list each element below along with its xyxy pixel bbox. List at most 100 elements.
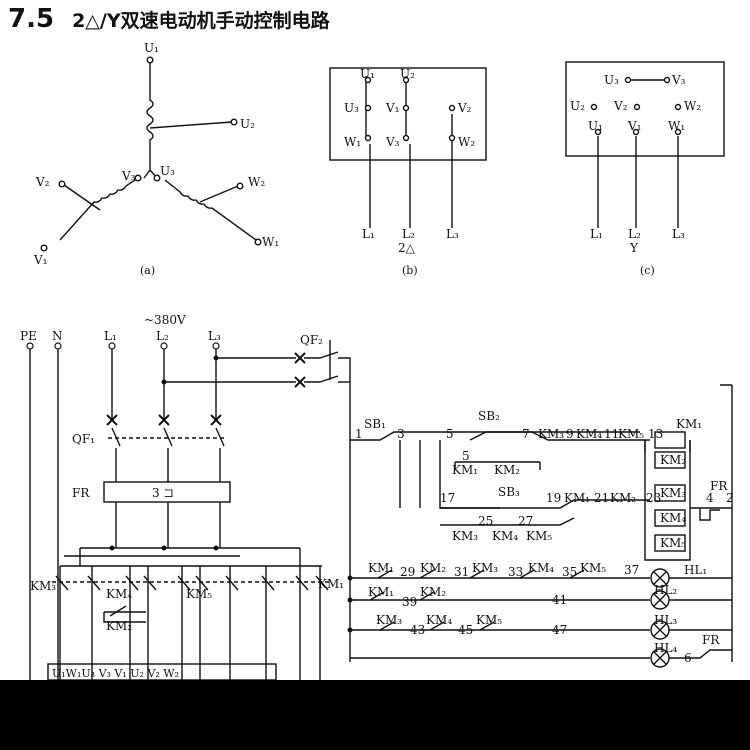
node-3: 3 [397,427,405,441]
fig-b-u3: U₃ [344,101,359,115]
fig-c-l3: L₃ [672,227,685,241]
ctrl-km2-b: KM₂ [494,463,520,477]
node-45: 45 [458,623,473,637]
fig-a-v1: V₁ [33,253,47,267]
voltage-label: ~380V [144,313,186,327]
coil-km3: KM₃ [660,486,686,500]
node-4: 4 [706,491,714,505]
bus-n: N [52,329,63,343]
ctrl-km3-d: KM₃ [376,613,402,627]
title-text: 2△/Y双速电动机手动控制电路 [72,10,330,32]
fig-a-u3: U₃ [160,164,175,178]
lamp-hl3-label: HL₃ [654,613,677,627]
fig-c-v1: V₁ [627,119,641,133]
bus-l2: L₂ [156,329,169,343]
node-6: 6 [684,651,692,665]
bus-pe: PE [20,329,37,343]
fig-b-u1: U₁ [360,67,375,81]
fig-a-u2: U₂ [240,117,255,131]
fig-c-u3: U₃ [604,73,619,87]
motor-terminal-labels: U₁W₁U₃ V₃ V₁ U₂ V₂ W₂ [52,667,179,680]
fig-c-caption: (c) [640,264,655,277]
lamp-hl1-label: HL₁ [684,563,707,577]
fig-c-v2: V₂ [613,99,628,113]
fig-b-w1: W₁ [344,135,361,149]
main-km2: KM₂ [106,619,132,633]
node-27: 27 [518,514,533,528]
node-21: 21 [594,491,609,505]
node-47: 47 [552,623,567,637]
ctrl-km4-d: KM₄ [426,613,452,627]
node-43: 43 [410,623,425,637]
ctrl-km3-c: KM₃ [472,561,498,575]
fig-b-w2: W₂ [458,135,475,149]
node-9: 9 [566,427,574,441]
node-13: 13 [648,427,663,441]
fig-a-u1: U₁ [144,41,159,55]
fig-a-v2: V₂ [35,175,50,189]
node-29: 29 [400,565,415,579]
fig-a-w2: W₂ [248,175,265,189]
bus-l1: L₁ [104,329,117,343]
figure-a-windings [59,62,257,241]
ctrl-km1-e: KM₁ [368,585,394,599]
fig-b-v1: V₁ [385,101,399,115]
main-km5: KM₅ [186,587,212,601]
coil-km5: KM₅ [660,536,686,550]
fig-b-l3: L₃ [446,227,459,241]
ctrl-km4-c: KM₄ [528,561,554,575]
ctrl-km1-c: KM₁ [564,491,590,505]
fig-c-w1: W₁ [668,119,685,133]
fr-box-label: 3 ⊐ [152,486,174,500]
ctrl-km5-a: KM₅ [618,427,644,441]
node-2: 2 [726,491,734,505]
lamp-hl4-label: HL₄ [654,641,677,655]
node-1: 1 [355,427,363,441]
qf1-label: QF₁ [72,432,95,446]
fig-c-l2: L₂ [628,227,641,241]
node-25: 25 [478,514,493,528]
fr-label: FR [72,486,90,500]
ctrl-km3-a: KM₃ [538,427,564,441]
control-circuit [349,384,733,668]
node-39: 39 [402,595,417,609]
ctrl-km4-a: KM₄ [576,427,602,441]
node-19: 19 [546,491,561,505]
ctrl-km5-c: KM₅ [580,561,606,575]
sb1-label: SB₁ [364,417,386,431]
node-41: 41 [552,593,567,607]
ctrl-fr: FR [710,479,728,493]
fig-c-l1: L₁ [590,227,603,241]
coil-km1: KM₁ [676,417,702,431]
ctrl-km2-d: KM₂ [420,561,446,575]
section-number: 7.5 [8,4,55,34]
ctrl-km4-b: KM₄ [492,529,518,543]
ctrl-km3-b: KM₃ [452,529,478,543]
node-5b: 5 [462,449,470,463]
fig-a-caption: (a) [140,264,155,277]
ctrl-km5-d: KM₅ [476,613,502,627]
page-title: 7.5 2△/Y双速电动机手动控制电路 [8,4,330,36]
ctrl-km2-e: KM₂ [420,585,446,599]
fig-a-w1: W₁ [262,235,279,249]
fig-c-mode: Y [629,241,639,255]
fig-b-caption: (b) [402,264,418,277]
node-5: 5 [446,427,454,441]
fig-b-v2: V₂ [457,101,472,115]
node-17: 17 [440,491,455,505]
main-power-circuit [29,348,330,681]
fig-b-l1: L₁ [362,227,375,241]
fig-b-mode: 2△ [398,241,416,255]
qf2-label: QF₂ [300,333,323,347]
node-31: 31 [454,565,469,579]
figure-c-terminal-box [565,61,725,157]
fig-b-u2: U₂ [400,67,415,81]
bus-l3: L₃ [208,329,221,343]
node-23: 23 [646,491,661,505]
fig-b-v3: V₃ [385,135,400,149]
figure-b-terminal-box [329,67,487,161]
ctrl-km2-c: KM₂ [610,491,636,505]
node-33: 33 [508,565,523,579]
fig-a-v3: V₃ [121,169,136,183]
